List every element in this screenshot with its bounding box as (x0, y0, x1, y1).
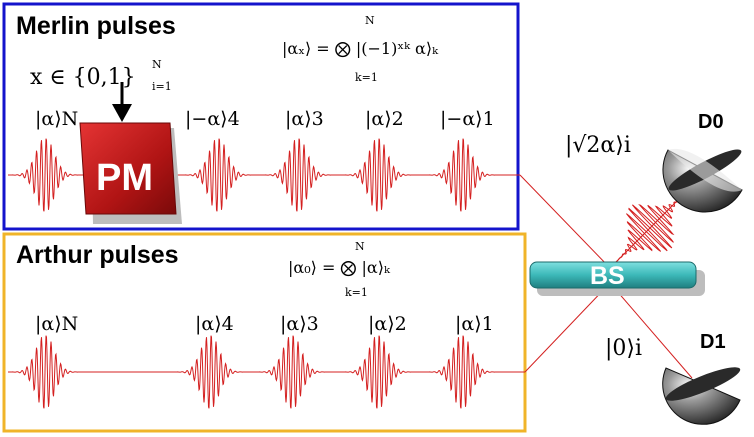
d1-aperture (665, 367, 741, 401)
d1-dome-icon (662, 367, 741, 425)
d1-state: |0⟩i (605, 336, 642, 361)
arthur-pulse-label-1: |α⟩1 (455, 313, 494, 335)
merlin-pulse-label-n: |α⟩N (35, 108, 78, 130)
d0-label: D0 (698, 111, 724, 133)
arthur-box (2, 232, 527, 433)
input-sub: i=1 (152, 80, 172, 93)
input-arrow-head (112, 104, 132, 122)
d0-state: |√2α⟩i (565, 133, 631, 158)
d0-dome-icon (662, 149, 743, 213)
bs-label: BS (590, 262, 625, 290)
phase-modulator: PM (79, 122, 182, 224)
merlin-pulse-label-2: |α⟩2 (365, 108, 404, 130)
arthur-product-upper: N (355, 240, 365, 253)
arthur-pulse-label-4: |α⟩4 (195, 313, 234, 335)
merlin-pulse-label-4: |−α⟩4 (185, 108, 240, 130)
arthur-pulse-label-2: |α⟩2 (368, 313, 407, 335)
input-formula: x ∈ {0,1} (30, 65, 136, 90)
arthur-pulse-label-3: |α⟩3 (280, 313, 319, 335)
arthur-pulse-trace (8, 335, 525, 409)
merlin-title: Merlin pulses (16, 12, 176, 40)
pulse-wave (8, 335, 525, 409)
arthur-product-lower: k=1 (345, 286, 368, 299)
arthur-title: Arthur pulses (16, 241, 179, 269)
merlin-product-lower: k=1 (355, 71, 378, 84)
merlin-state-formula: |αₓ⟩ = ⨂ |(−1)ˣᵏ α⟩ₖ (282, 39, 439, 58)
arthur-state-formula: |α₀⟩ = ⨂ |α⟩ₖ (288, 258, 391, 277)
pm-label: PM (96, 157, 153, 199)
d1-label: D1 (700, 331, 726, 353)
beamsplitter: BS (529, 261, 705, 296)
merlin-product-upper: N (365, 14, 375, 27)
merlin-pulse-label-1: |−α⟩1 (440, 108, 495, 130)
d1-beam-line (609, 282, 693, 379)
arthur-pulse-label-n: |α⟩N (35, 313, 78, 335)
arthur-beam-line (524, 282, 611, 373)
input-sup: N (152, 58, 162, 71)
merlin-box (2, 2, 520, 231)
merlin-beam-line (519, 174, 611, 269)
detector-d0 (662, 148, 743, 213)
detector-d1 (662, 367, 741, 425)
merlin-pulse-label-3: |α⟩3 (285, 108, 324, 130)
